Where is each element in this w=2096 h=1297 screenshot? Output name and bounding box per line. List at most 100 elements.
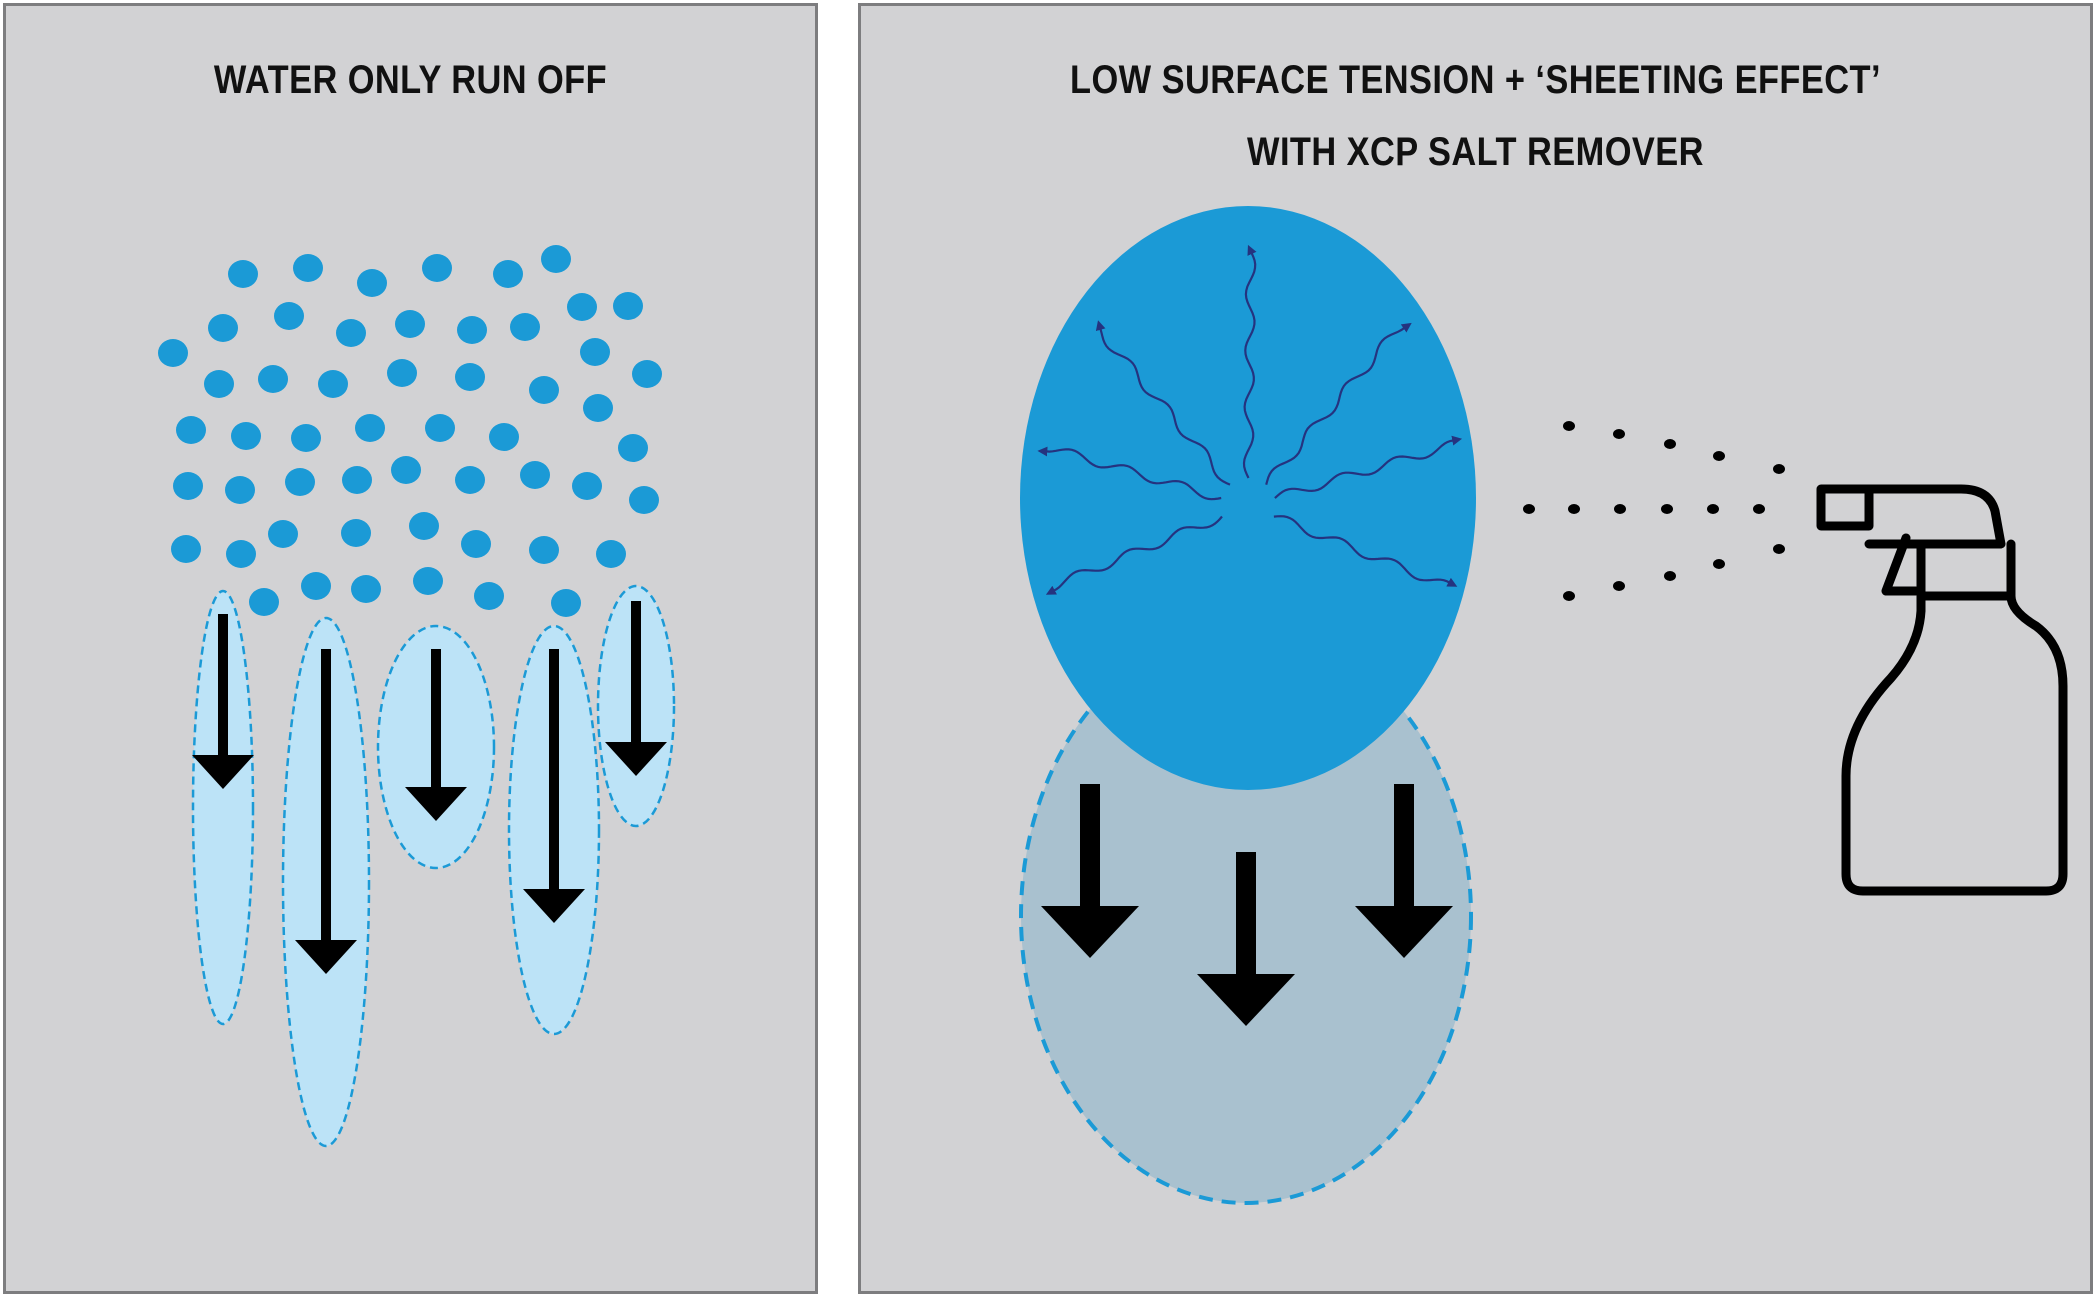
water-droplet [413,567,443,595]
water-droplet [158,339,188,367]
spray-dot [1664,439,1676,449]
water-droplet [285,468,315,496]
water-droplet [580,338,610,366]
water-droplet [391,456,421,484]
water-droplet [293,254,323,282]
tension-arrow [1037,446,1222,501]
spray-dot [1614,504,1626,514]
water-droplet [455,363,485,391]
spray-dot [1563,591,1575,601]
runoff-stream [596,584,676,828]
water-droplet [301,572,331,600]
water-droplet [510,313,540,341]
water-droplet [204,370,234,398]
water-droplet [520,461,550,489]
runoff-stream [376,624,496,870]
water-droplet [341,519,371,547]
water-runoff-illustration [158,245,676,1148]
gravity-arrows [1041,784,1453,1026]
water-droplets [158,245,662,617]
spray-dot [1713,451,1725,461]
salt-remover-title-line2: WITH XCP SALT REMOVER [1247,130,1704,174]
water-only-panel: WATER ONLY RUN OFF [3,3,818,1294]
water-droplet [618,434,648,462]
water-droplet [457,316,487,344]
spray-dot [1664,571,1676,581]
salt-remover-panel: LOW SURFACE TENSION + ‘SHEETING EFFECT’ … [858,3,2093,1294]
salt-remover-title: LOW SURFACE TENSION + ‘SHEETING EFFECT’ … [947,44,2004,188]
water-droplet [425,414,455,442]
water-droplet [474,582,504,610]
water-droplet [583,394,613,422]
spray-dot [1753,504,1765,514]
sheeting-droplet-ellipse [1020,206,1476,790]
spray-dot [1773,544,1785,554]
water-droplet [395,310,425,338]
water-droplet [336,319,366,347]
water-droplet [355,414,385,442]
water-droplet [357,269,387,297]
salt-remover-title-line1: LOW SURFACE TENSION + ‘SHEETING EFFECT’ [1070,58,1881,102]
tension-arrow [1273,515,1458,587]
spray-dot [1773,464,1785,474]
tension-arrow [1274,435,1463,499]
gravity-arrow [1197,852,1295,1026]
gravity-arrow [1041,784,1139,958]
water-droplet [274,302,304,330]
water-droplet [173,472,203,500]
water-droplet [596,540,626,568]
spray-dot [1613,429,1625,439]
water-droplet [342,466,372,494]
water-droplet [529,536,559,564]
runoff-stream [191,589,255,1026]
water-droplet [629,486,659,514]
spray-dot [1613,581,1625,591]
water-droplet [493,260,523,288]
gravity-arrow [1355,784,1453,958]
water-droplet [208,314,238,342]
water-only-title: WATER ONLY RUN OFF [213,58,608,102]
water-droplet [529,376,559,404]
water-droplet [489,423,519,451]
water-droplet [461,530,491,558]
spray-dot [1707,504,1719,514]
water-droplet [291,424,321,452]
water-droplet [541,245,571,273]
water-droplet [249,588,279,616]
water-droplet [613,292,643,320]
runoff-streams [191,584,676,1148]
water-droplet [632,360,662,388]
water-droplet [409,512,439,540]
water-droplet [226,540,256,568]
tension-arrow [1095,320,1231,486]
spray-mist [1523,421,1785,601]
spray-dot [1568,504,1580,514]
surface-tension-arrows [1037,244,1463,595]
water-droplet [455,466,485,494]
water-droplet [572,472,602,500]
spray-dot [1523,504,1535,514]
water-droplet [422,254,452,282]
runoff-stream [281,616,371,1148]
tension-arrow [1265,322,1412,485]
water-droplet [551,589,581,617]
water-droplet [228,260,258,288]
tension-arrow [1242,244,1257,479]
spray-bottle-icon [1816,484,2068,896]
runoff-stream [507,624,601,1036]
water-droplet [567,293,597,321]
water-droplet [351,575,381,603]
spray-dot [1661,504,1673,514]
water-droplet [225,476,255,504]
sheeting-illustration [1019,206,2068,1205]
water-droplet [387,359,417,387]
water-droplet [258,365,288,393]
water-droplet [231,422,261,450]
spray-dot [1713,559,1725,569]
spray-dot [1563,421,1575,431]
water-droplet [176,416,206,444]
water-droplet [268,520,298,548]
water-droplet [318,370,348,398]
water-droplet [171,535,201,563]
tension-arrow [1045,515,1223,595]
